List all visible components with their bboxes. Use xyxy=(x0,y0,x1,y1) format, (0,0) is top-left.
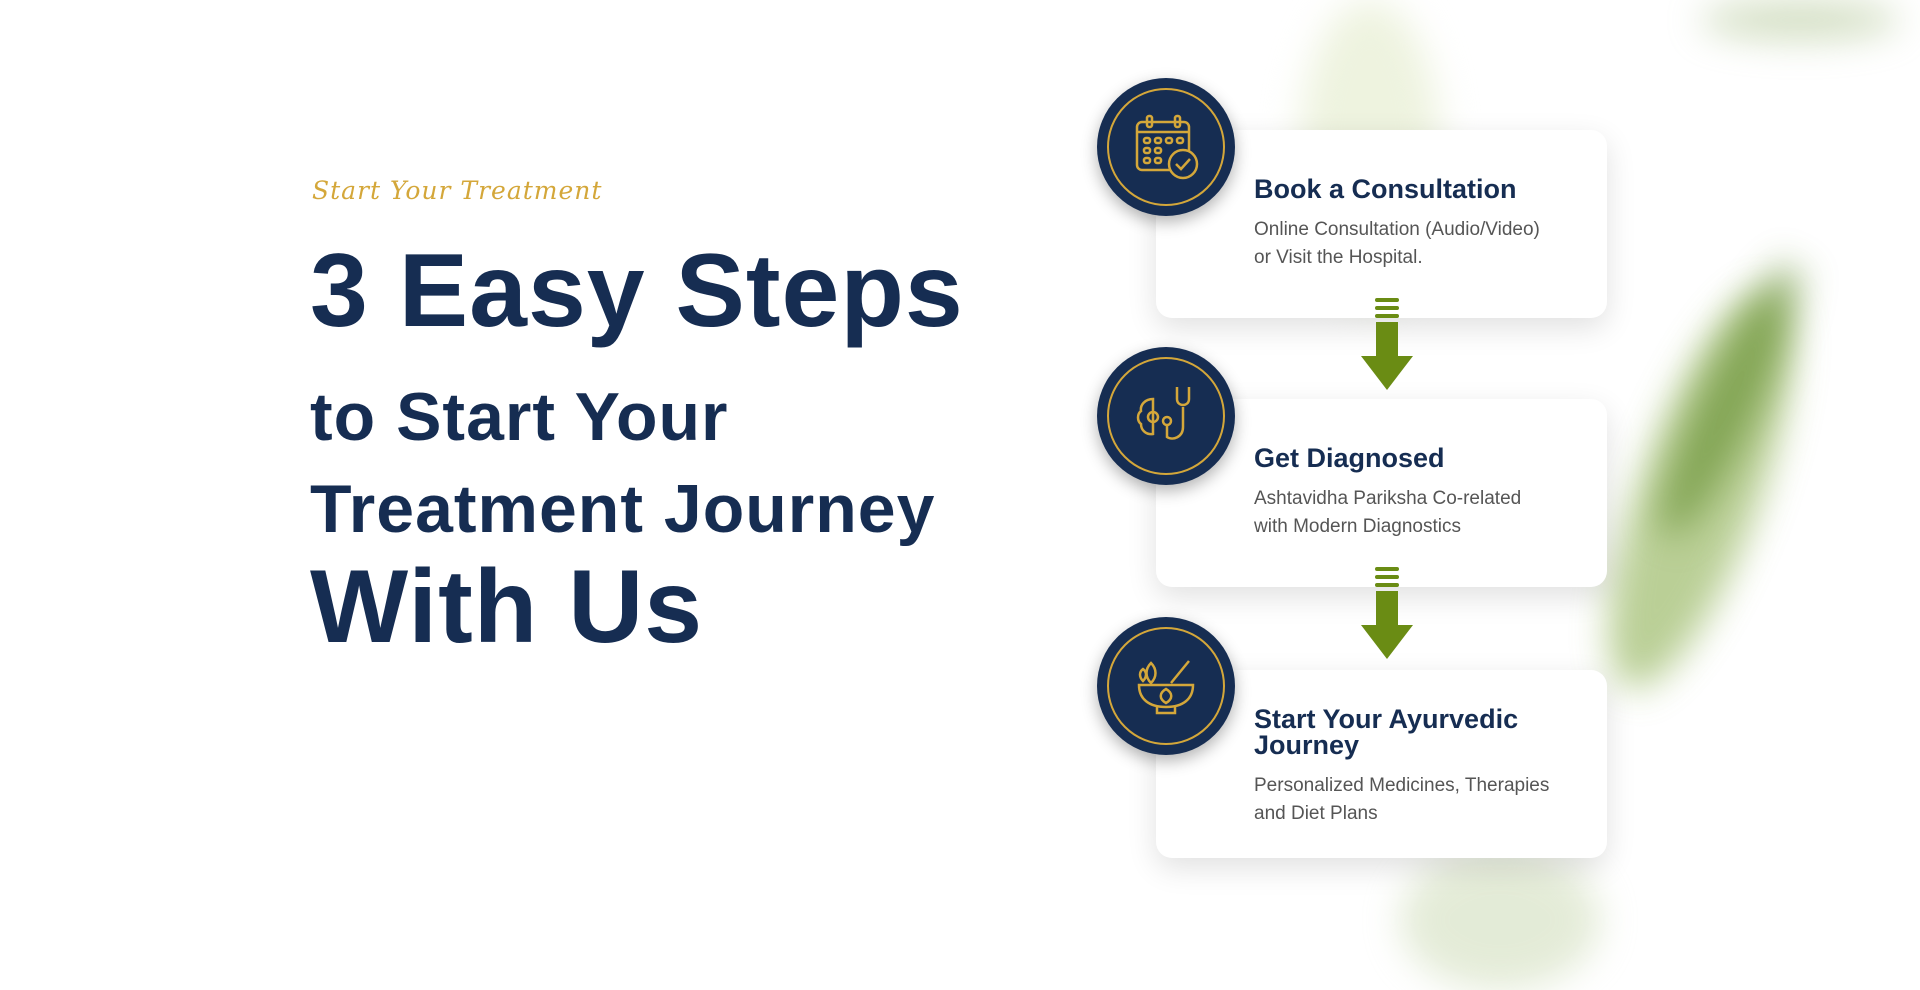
calendar-check-icon xyxy=(1097,78,1235,216)
brain-stethoscope-icon xyxy=(1097,347,1235,485)
step-desc-1: Ashtavidha Pariksha Co-related xyxy=(1254,488,1522,509)
step-desc-2: and Diet Plans xyxy=(1254,803,1378,824)
down-arrow-icon xyxy=(1361,298,1413,390)
down-arrow-icon xyxy=(1361,567,1413,659)
step-title: Start Your Ayurvedic Journey xyxy=(1254,704,1519,760)
mortar-pestle-herbs-icon xyxy=(1097,617,1235,755)
headline-line-1: 3 Easy Steps xyxy=(310,233,964,349)
step-card-1: Book a Consultation Online Consultation … xyxy=(1156,130,1607,318)
headline-line-4: With Us xyxy=(310,549,704,665)
step-desc-1: Online Consultation (Audio/Video) xyxy=(1254,219,1540,240)
step-title: Get Diagnosed xyxy=(1254,443,1445,473)
eyebrow-text: Start Your Treatment xyxy=(312,176,603,205)
step-card-2: Get Diagnosed Ashtavidha Pariksha Co-rel… xyxy=(1156,399,1607,587)
step-card-3: Start Your Ayurvedic Journey Personalize… xyxy=(1156,670,1607,858)
headline-line-3: Treatment Journey xyxy=(310,471,936,547)
step-title: Book a Consultation xyxy=(1254,174,1517,204)
step-desc-2: or Visit the Hospital. xyxy=(1254,247,1423,268)
headline-line-2: to Start Your xyxy=(310,379,729,455)
step-desc-1: Personalized Medicines, Therapies xyxy=(1254,775,1550,796)
step-desc-2: with Modern Diagnostics xyxy=(1254,516,1461,537)
